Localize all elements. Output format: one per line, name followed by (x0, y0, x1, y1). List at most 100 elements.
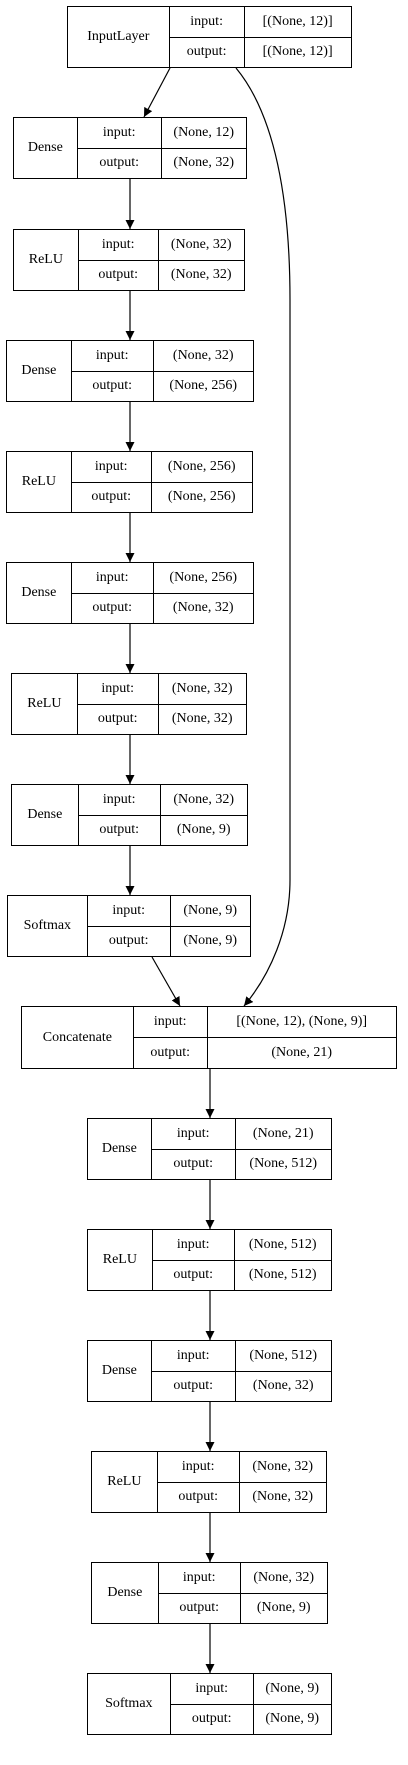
input-row: input:(None, 32) (79, 230, 244, 260)
layer-name: ReLU (12, 674, 78, 734)
layer-ports: input:(None, 12)output:(None, 32) (77, 118, 246, 178)
output-shape: (None, 32) (173, 155, 235, 171)
input-row: input:(None, 21) (152, 1119, 331, 1149)
input-shape: (None, 9) (265, 1680, 319, 1696)
layer-ports: input:(None, 512)output:(None, 512) (152, 1230, 331, 1290)
layer-name: Dense (88, 1119, 152, 1179)
output-row: output:(None, 512) (152, 1259, 331, 1290)
output-label: output: (72, 593, 154, 623)
layer-ports: input:(None, 512)output:(None, 32) (151, 1341, 331, 1401)
layer-ports: input:(None, 32)output:(None, 32) (77, 674, 246, 734)
output-row: output: (None, 32) (77, 147, 246, 178)
input-label: input: (153, 1230, 235, 1260)
layer-name: InputLayer (68, 7, 170, 67)
input-label: input: (72, 563, 154, 593)
layer-ports: input:(None, 32)output: (None, 9) (78, 785, 247, 845)
input-label: input: (88, 896, 171, 926)
layer-name: Dense (7, 563, 72, 623)
output-shape: (None, 9) (265, 1711, 319, 1727)
layer-ports: input:[(None, 12)]output:[(None, 12)] (169, 7, 351, 67)
output-label: output: (78, 148, 162, 178)
output-label: output: (79, 815, 161, 845)
input-label: input: (159, 1563, 241, 1593)
edge-input-layer-to-concatenate (235, 67, 291, 1007)
output-shape: (None, 21) (271, 1045, 333, 1060)
input-row: input:(None, 256) (72, 563, 253, 593)
output-shape: (None, 32) (172, 600, 234, 616)
input-shape: (None, 32) (252, 1458, 314, 1474)
output-label: output: (152, 1371, 236, 1401)
layer-name: ReLU (88, 1230, 153, 1290)
input-row: input: (None, 9) (88, 896, 250, 926)
layer-name: ReLU (92, 1452, 158, 1512)
output-shape: (None, 256) (169, 378, 238, 394)
layer-name: Dense (12, 785, 79, 845)
output-label: output: (171, 1704, 254, 1734)
input-label: input: (134, 1007, 208, 1037)
output-shape: (None, 512) (249, 1156, 318, 1172)
input-label: input: (72, 452, 152, 482)
layer-ports: input:(None, 9)output:(None, 9) (170, 1674, 331, 1734)
layer-name: Dense (92, 1563, 159, 1623)
layer-name: Dense (7, 341, 72, 401)
output-row: output:(None, 9) (87, 925, 250, 956)
input-shape: (None, 32) (173, 791, 235, 807)
output-row: output:(None, 256) (71, 481, 252, 512)
output-shape: (None, 9) (176, 822, 231, 838)
output-label: output: (72, 371, 154, 401)
input-shape: [(None, 12), (None, 9)] (236, 1014, 368, 1029)
input-row: input: [(None, 12), (None, 9)] (134, 1007, 396, 1037)
layer-name: Concatenate (22, 1007, 134, 1068)
output-row: output:[(None, 12)] (169, 36, 351, 67)
input-shape: [(None, 12)] (262, 13, 333, 29)
input-row: input:(None, 32) (158, 1452, 326, 1482)
edge-softmax-1-to-concatenate (151, 956, 181, 1007)
output-row: output:(None, 32) (157, 1481, 326, 1512)
output-shape: [(None, 12)] (262, 44, 333, 60)
output-label: output: (78, 704, 159, 734)
layer-name: Dense (88, 1341, 152, 1401)
layer-name: Softmax (8, 896, 88, 956)
output-label: output: (152, 1149, 236, 1179)
input-label: input: (170, 7, 245, 37)
output-row: output: (None, 32) (71, 592, 253, 623)
layer-ports: input:(None, 21)output: (None, 512) (151, 1119, 331, 1179)
input-label: input: (78, 118, 162, 148)
input-row: input:(None, 32) (79, 785, 247, 815)
input-shape: (None, 256) (167, 458, 236, 474)
input-label: input: (79, 230, 159, 260)
output-row: output: (None, 9) (170, 1703, 331, 1734)
input-shape: (None, 9) (183, 902, 237, 918)
output-label: output: (153, 1260, 235, 1290)
input-shape: (None, 21) (252, 1125, 314, 1141)
input-label: input: (152, 1341, 236, 1371)
output-label: output: (134, 1038, 208, 1068)
layer-ports: input: [(None, 12), (None, 9)] output: (Non… (133, 1007, 396, 1068)
layer-ports: input:(None, 256)output: (None, 32) (71, 563, 253, 623)
output-label: output: (159, 1593, 241, 1623)
input-shape: (None, 512) (249, 1347, 318, 1363)
layer-name: Dense (14, 118, 78, 178)
output-label: output: (88, 926, 171, 956)
input-label: input: (78, 674, 159, 704)
layer-name: ReLU (14, 230, 79, 290)
output-shape: (None, 32) (252, 1489, 314, 1505)
input-row: input: [(None, 12)] (170, 7, 351, 37)
layer-name: Softmax (88, 1674, 171, 1734)
input-shape: (None, 32) (172, 347, 234, 363)
